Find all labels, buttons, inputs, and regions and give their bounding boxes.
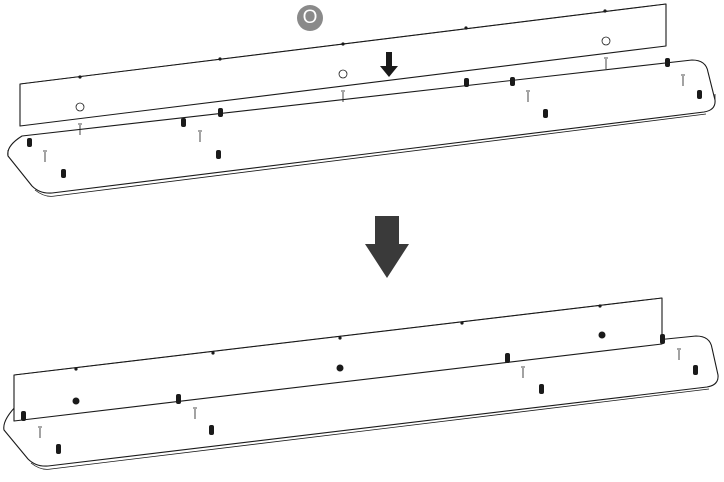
edge-hole bbox=[211, 351, 215, 355]
dowel bbox=[61, 169, 66, 178]
dowel bbox=[181, 118, 186, 127]
cam-hole bbox=[601, 36, 611, 46]
panel-holes-top bbox=[75, 9, 611, 112]
cam-bolt bbox=[341, 90, 345, 102]
dowel bbox=[665, 58, 670, 67]
edge-hole bbox=[78, 75, 82, 79]
dowel bbox=[505, 353, 510, 363]
edge-hole bbox=[460, 321, 464, 325]
top-assembly bbox=[7, 3, 716, 197]
back-panel-bottom-edge bbox=[13, 297, 663, 376]
cam-bolt bbox=[681, 74, 685, 86]
dowel bbox=[539, 384, 544, 394]
edge-hole bbox=[598, 304, 602, 308]
dowel bbox=[216, 150, 221, 159]
bottom-assembly bbox=[3, 297, 719, 470]
cam-bolt bbox=[677, 348, 681, 360]
cam-bolt bbox=[43, 150, 47, 162]
cam-hole bbox=[338, 69, 348, 79]
base-board-bottom bbox=[3, 335, 719, 467]
dowel bbox=[464, 78, 469, 87]
cam-hole bbox=[336, 364, 344, 372]
dowel bbox=[56, 444, 61, 454]
dowel bbox=[218, 108, 223, 117]
dowel bbox=[27, 138, 32, 147]
cam-bolt bbox=[521, 366, 525, 378]
cam-bolt bbox=[38, 426, 42, 438]
cam-bolt bbox=[604, 57, 608, 69]
dowel bbox=[697, 90, 702, 99]
cam-bolt bbox=[193, 407, 197, 419]
edge-hole bbox=[341, 42, 345, 46]
dowel bbox=[693, 365, 698, 375]
step-badge: O bbox=[297, 5, 323, 31]
base-board-bottom-thickness bbox=[30, 388, 710, 470]
dowel bbox=[660, 334, 665, 344]
insert-arrow bbox=[380, 52, 398, 77]
step-arrow bbox=[365, 216, 409, 278]
dowel bbox=[209, 425, 214, 435]
dowels-bottom bbox=[21, 334, 698, 454]
cam-hole bbox=[72, 397, 80, 405]
edge-hole bbox=[464, 26, 468, 30]
edge-hole bbox=[74, 367, 78, 371]
dowels-top bbox=[27, 57, 702, 178]
dowel bbox=[543, 109, 548, 118]
panel-holes-bottom bbox=[72, 304, 606, 405]
base-board-top-thickness bbox=[34, 113, 707, 197]
cam-hole bbox=[598, 331, 606, 339]
cam-bolt bbox=[78, 123, 82, 135]
cam-bolt bbox=[198, 130, 202, 142]
edge-hole bbox=[338, 336, 342, 340]
cam-hole bbox=[75, 102, 85, 112]
dowel bbox=[21, 411, 26, 421]
dowel bbox=[510, 77, 515, 86]
dowel bbox=[176, 394, 181, 404]
cam-bolt bbox=[526, 90, 530, 102]
base-board-top-edge bbox=[7, 94, 716, 156]
edge-hole bbox=[603, 9, 607, 13]
edge-hole bbox=[218, 57, 222, 61]
